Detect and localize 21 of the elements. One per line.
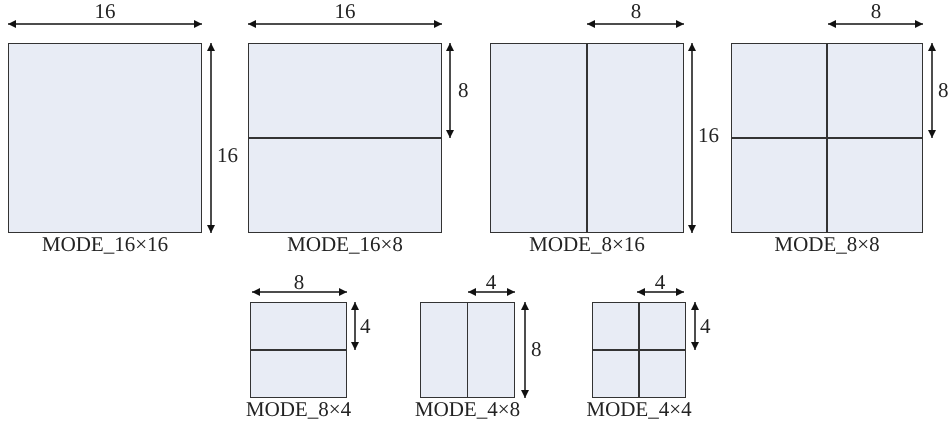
- dimension-label: 8: [458, 79, 468, 101]
- dimension-label: 16: [94, 0, 116, 22]
- mode-caption: MODE_16×16: [42, 233, 168, 255]
- dimension-label: 8: [938, 79, 948, 101]
- mode-caption: MODE_8×8: [774, 233, 880, 255]
- dimension-label: 16: [217, 144, 238, 166]
- dimension-label: 8: [531, 338, 542, 360]
- dimension-label: 16: [698, 124, 719, 146]
- dimension-label: 4: [486, 271, 496, 293]
- mode-caption: MODE_16×8: [287, 233, 403, 255]
- dimension-label: 4: [360, 315, 370, 337]
- mode-caption: MODE_8×16: [529, 233, 645, 255]
- dimension-label: 8: [870, 0, 882, 22]
- dimension-label: 8: [294, 271, 304, 293]
- mode-caption: MODE_4×8: [414, 398, 520, 420]
- dimension-label: 8: [630, 0, 642, 22]
- dimension-label: 16: [334, 0, 356, 22]
- dimension-label: 4: [654, 271, 666, 293]
- dimension-label: 4: [700, 315, 710, 337]
- mode-caption: MODE_8×4: [246, 398, 352, 420]
- mode-caption: MODE_4×4: [586, 398, 692, 420]
